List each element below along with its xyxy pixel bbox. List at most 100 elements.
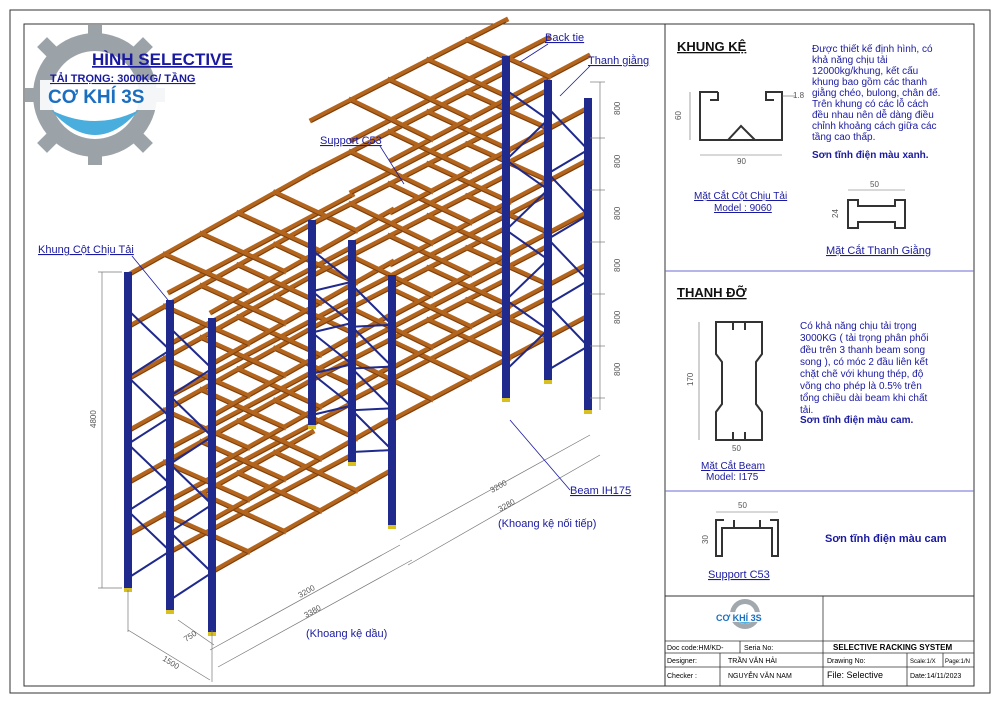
support-dim-h: 30	[701, 535, 710, 544]
support-bay1-5-0-edge	[164, 255, 249, 295]
title-block-logo-text: CƠ KHÍ 3S	[716, 613, 762, 623]
support-bay1-5-2	[235, 209, 324, 255]
frame-brace-1	[168, 327, 214, 601]
beam-bay2-front-5	[388, 52, 592, 164]
support-bay2-5-0-edge	[350, 101, 432, 142]
svg-text:chặt chẽ với khung thép, độ: chặt chẽ với khung thép, độ	[800, 369, 924, 380]
dim-bay2-beam: 3200	[489, 478, 509, 495]
beam-bay2-front-4	[388, 104, 592, 216]
brace-dim-h: 24	[831, 209, 840, 218]
beam-bay1-front-0-edge	[211, 471, 393, 575]
support-bay1-5-1-edge	[201, 235, 285, 274]
thanh-do-paint: Sơn tĩnh điện màu cam.	[800, 415, 913, 426]
frame-brace-4	[504, 89, 550, 371]
support-bay1-2-2-edge	[238, 370, 321, 410]
svg-text:đều nhau nên dễ dàng điều: đều nhau nên dễ dàng điều	[812, 108, 934, 121]
beam-section-profile	[715, 321, 763, 441]
frame-brace-3	[349, 284, 395, 453]
support-bay1-1-0-edge	[164, 463, 249, 503]
upright-foot-8	[584, 410, 592, 414]
support-bay2-3-1	[386, 180, 474, 226]
beam-bay1-front-1	[208, 414, 396, 524]
support-bay1-3-0	[161, 355, 252, 399]
svg-text:Có khả năng chịu tải trọng: Có khả năng chịu tải trọng	[800, 321, 917, 332]
support-bay2-1-1	[386, 284, 474, 330]
support-bay1-2-2	[235, 365, 324, 411]
beam-bay2-front-4-edge	[391, 109, 589, 215]
scale-value: Scale:1/X	[910, 659, 936, 665]
uprights	[124, 56, 592, 636]
support-bay2-1-2-edge	[428, 269, 510, 309]
support-bay2-2-1-edge	[389, 237, 471, 277]
svg-text:800: 800	[613, 101, 622, 115]
support-bay2-5-1-edge	[389, 81, 471, 121]
beam-bay2-mid-3-edge	[351, 143, 549, 247]
support-bay2-3-1-edge	[389, 185, 471, 225]
beam-bay2-front-5-edge	[391, 57, 589, 163]
beam-section-label: Mặt Cắt Beam	[701, 459, 765, 472]
upright-3	[308, 220, 316, 425]
logo-band	[40, 80, 170, 110]
support-bay2-3-0-edge	[350, 205, 432, 246]
beam-bay1-back-0	[124, 428, 316, 539]
support-bay2-0-2	[425, 316, 513, 361]
upright-foot-3	[308, 425, 316, 429]
support-bay2-3-2	[425, 160, 513, 205]
col-dim-t: 1.8	[793, 91, 805, 100]
brace-dim-w: 50	[870, 180, 879, 189]
col-dim-w: 90	[737, 157, 746, 166]
beam-bay1-back-5	[124, 168, 316, 279]
beam-bay2-mid-4	[348, 86, 552, 196]
column-section-profile	[699, 91, 783, 141]
upright-foot-6	[502, 398, 510, 402]
support-bay1-5-0	[161, 251, 252, 295]
thanh-do-desc: Có khả năng chịu tải trọng 3000KG ( tải …	[800, 321, 928, 416]
svg-text:Được thiết kế định hình, có: Được thiết kế định hình, có	[812, 43, 933, 55]
beam-bay1-front-2-edge	[211, 367, 393, 471]
label-khoang-dau: (Khoang kệ dầu)	[306, 628, 387, 640]
support-bay1-3-2	[235, 313, 324, 359]
label-beam: Beam IH175	[570, 485, 631, 497]
brace-section-label: Mặt Cắt Thanh Giằng	[826, 244, 931, 257]
support-bay2-4-0-edge	[350, 153, 432, 194]
label-khung-cot: Khung Cột Chịu Tải	[38, 244, 134, 256]
page-value: Page:1/N	[945, 659, 970, 665]
support-bay2-0-1-edge	[389, 341, 471, 381]
upright-6	[502, 56, 510, 398]
date-value: Date:14/11/2023	[910, 673, 961, 680]
svg-text:tải.: tải.	[800, 405, 813, 416]
beam-bay2-back-2-edge	[311, 177, 507, 279]
support-bay1-4-0-edge	[164, 307, 249, 347]
beam-bay1-back-2	[124, 324, 316, 435]
svg-text:Trên khung có các lỗ cách: Trên khung có các lỗ cách	[812, 97, 928, 110]
beam-bay1-back-1	[124, 376, 316, 487]
support-bay2-0-1	[386, 336, 474, 382]
beam-bay1-front-2	[208, 362, 396, 472]
svg-text:12000kg/khung, kết cấu: 12000kg/khung, kết cấu	[812, 65, 918, 77]
label-back-tie: Back tie	[545, 32, 584, 44]
beam-bay2-front-3-edge	[391, 161, 589, 267]
beam-bay2-back-1	[308, 224, 510, 332]
brace-section-profile	[847, 199, 906, 229]
designer-name: TRẦN VĂN HẢI	[728, 655, 777, 665]
support-section-profile	[715, 519, 779, 557]
upright-5	[388, 275, 396, 525]
rack-drawing	[124, 16, 592, 636]
label-support: Support C53	[320, 135, 382, 147]
support-bay1-1-0	[161, 459, 252, 503]
support-bay2-5-0	[347, 96, 435, 143]
svg-text:3000KG ( tải trọng phân phối: 3000KG ( tải trọng phân phối	[800, 332, 928, 344]
upright-1	[166, 300, 174, 610]
col-section-model: Model : 9060	[714, 203, 772, 214]
beam-bay2-back-4	[308, 68, 510, 176]
beam-bay2-back-3-edge	[311, 125, 507, 227]
beam-bay2-front-2	[388, 208, 592, 320]
beam-bay1-front-5-edge	[211, 211, 393, 315]
beam-bay2-mid-5	[348, 34, 552, 144]
beam-bay2-back-4-edge	[311, 73, 507, 175]
beam-bay1-mid-2	[166, 347, 356, 452]
svg-text:800: 800	[613, 258, 622, 272]
frame-brace-5	[546, 107, 590, 371]
upright-7	[544, 80, 552, 380]
